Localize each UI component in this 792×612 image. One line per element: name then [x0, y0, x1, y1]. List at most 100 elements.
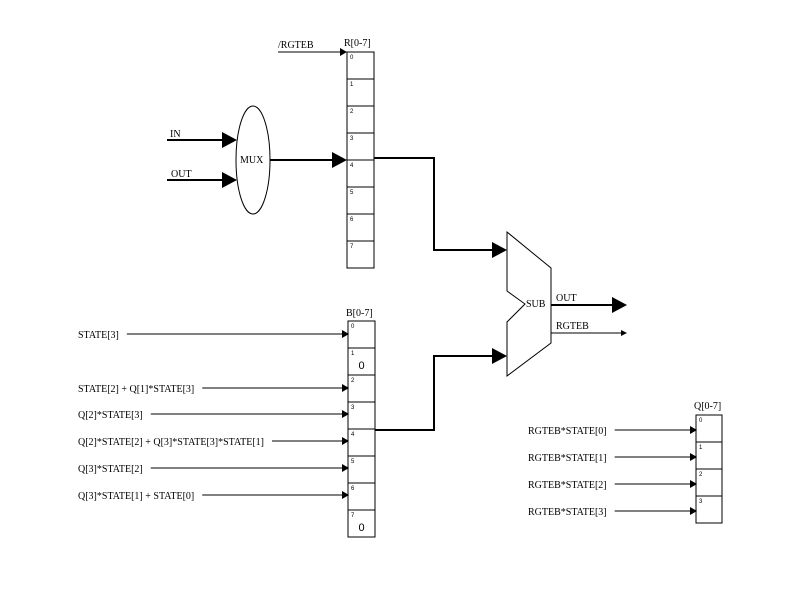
register-r-cell: 7	[346, 240, 375, 269]
register-b-cell: 5	[347, 455, 376, 484]
register-r-cell: 0	[346, 51, 375, 80]
r-input-rgteb: /RGTEB	[278, 40, 347, 56]
register-b-cell: 0	[347, 320, 376, 349]
input-arrow-icon	[690, 507, 697, 515]
register-q-input: RGTEB*STATE[3]	[528, 507, 697, 518]
cell-index: 0	[699, 418, 703, 424]
register-b-cell: 4	[347, 428, 376, 457]
register-b-input: Q[3]*STATE[2]	[78, 464, 349, 475]
register-q-cell: 1	[695, 441, 723, 470]
register-q-cell: 2	[695, 468, 723, 497]
register-q-input: RGTEB*STATE[2]	[528, 480, 697, 491]
cell-box	[347, 347, 376, 376]
sub-label: SUB	[526, 299, 546, 310]
r-to-sub-arrow-icon	[492, 242, 507, 258]
cell-index: 2	[351, 378, 355, 384]
cell-index: 5	[350, 190, 354, 196]
register-b-cell: 10	[347, 347, 376, 376]
input-label: Q[3]*STATE[2]	[78, 464, 143, 475]
mux-label: MUX	[240, 155, 264, 166]
input-label: Q[2]*STATE[3]	[78, 410, 143, 421]
r-input-arrow-icon	[340, 48, 347, 56]
register-b-input: Q[3]*STATE[1] + STATE[0]	[78, 491, 349, 502]
register-q-cell: 3	[695, 495, 723, 524]
cell-box	[347, 482, 376, 511]
register-b-cell: 6	[347, 482, 376, 511]
sub-output-rgteb-arrow-icon	[621, 330, 627, 336]
sub-output-out-arrow-icon	[612, 297, 627, 313]
mux-input-out-arrow-icon	[222, 172, 237, 188]
input-arrow-icon	[342, 437, 349, 445]
cell-box	[695, 441, 723, 470]
register-r-cell: 4	[346, 159, 375, 188]
cell-box	[346, 78, 375, 107]
input-arrow-icon	[690, 480, 697, 488]
input-label: RGTEB*STATE[1]	[528, 453, 607, 464]
register-q-cell: 0	[695, 414, 723, 443]
mux-block: MUX IN OUT	[167, 105, 347, 215]
register-b-input: Q[2]*STATE[2] + Q[3]*STATE[3]*STATE[1]	[78, 437, 349, 448]
sub-block: SUB OUT RGTEB	[506, 230, 627, 377]
input-arrow-icon	[342, 410, 349, 418]
cell-value: 0	[359, 360, 365, 372]
cell-box	[695, 414, 723, 443]
input-arrow-icon	[690, 453, 697, 461]
cell-index: 1	[350, 82, 354, 88]
register-r-cell: 3	[346, 132, 375, 161]
input-arrow-icon	[342, 464, 349, 472]
input-arrow-icon	[342, 384, 349, 392]
sub-output-out-label: OUT	[556, 293, 577, 304]
input-arrow-icon	[342, 491, 349, 499]
cell-box	[346, 186, 375, 215]
input-label: RGTEB*STATE[3]	[528, 507, 607, 518]
r-input-label: /RGTEB	[278, 40, 314, 51]
cell-index: 1	[351, 351, 355, 357]
register-r-cell: 1	[346, 78, 375, 107]
register-b-cell: 3	[347, 401, 376, 430]
cell-index: 5	[351, 459, 355, 465]
cell-index: 3	[699, 499, 703, 505]
register-b-input: Q[2]*STATE[3]	[78, 410, 349, 421]
input-arrow-icon	[690, 426, 697, 434]
cell-box	[346, 240, 375, 269]
input-label: Q[3]*STATE[1] + STATE[0]	[78, 491, 194, 502]
register-r-cell: 5	[346, 186, 375, 215]
cell-box	[347, 401, 376, 430]
register-b-cell: 2	[347, 374, 376, 403]
mux-input-out-label: OUT	[171, 169, 192, 180]
register-q-input: RGTEB*STATE[1]	[528, 453, 697, 464]
mux-input-in-arrow-icon	[222, 132, 237, 148]
b-to-sub-arrow-icon	[492, 348, 507, 364]
cell-box	[347, 509, 376, 538]
cell-value: 0	[359, 522, 365, 534]
input-arrow-icon	[342, 330, 349, 338]
cell-box	[695, 495, 723, 524]
cell-index: 4	[351, 432, 355, 438]
input-label: RGTEB*STATE[2]	[528, 480, 607, 491]
cell-index: 3	[350, 136, 354, 142]
sub-shape	[506, 230, 552, 377]
cell-index: 6	[351, 486, 355, 492]
sub-output-rgteb-label: RGTEB	[556, 321, 589, 332]
cell-index: 1	[699, 445, 703, 451]
cell-index: 4	[350, 163, 354, 169]
register-q: Q[0-7] 0 1 2 3	[694, 401, 723, 524]
register-r-cell: 2	[346, 105, 375, 134]
cell-index: 3	[351, 405, 355, 411]
cell-index: 7	[351, 513, 355, 519]
b-to-sub-wire	[375, 355, 492, 431]
input-label: STATE[2] + Q[1]*STATE[3]	[78, 384, 194, 395]
r-to-sub-wire	[374, 157, 492, 251]
register-b-input: STATE[3]	[78, 330, 349, 341]
cell-index: 7	[350, 244, 354, 250]
input-label: STATE[3]	[78, 330, 119, 341]
cell-index: 2	[350, 109, 354, 115]
register-r-cell: 6	[346, 213, 375, 242]
register-q-title: Q[0-7]	[694, 401, 721, 412]
input-label: RGTEB*STATE[0]	[528, 426, 607, 437]
mux-to-r-arrow-icon	[332, 152, 347, 168]
register-b-cell: 70	[347, 509, 376, 538]
register-b-input: STATE[2] + Q[1]*STATE[3]	[78, 384, 349, 395]
input-label: Q[2]*STATE[2] + Q[3]*STATE[3]*STATE[1]	[78, 437, 264, 448]
